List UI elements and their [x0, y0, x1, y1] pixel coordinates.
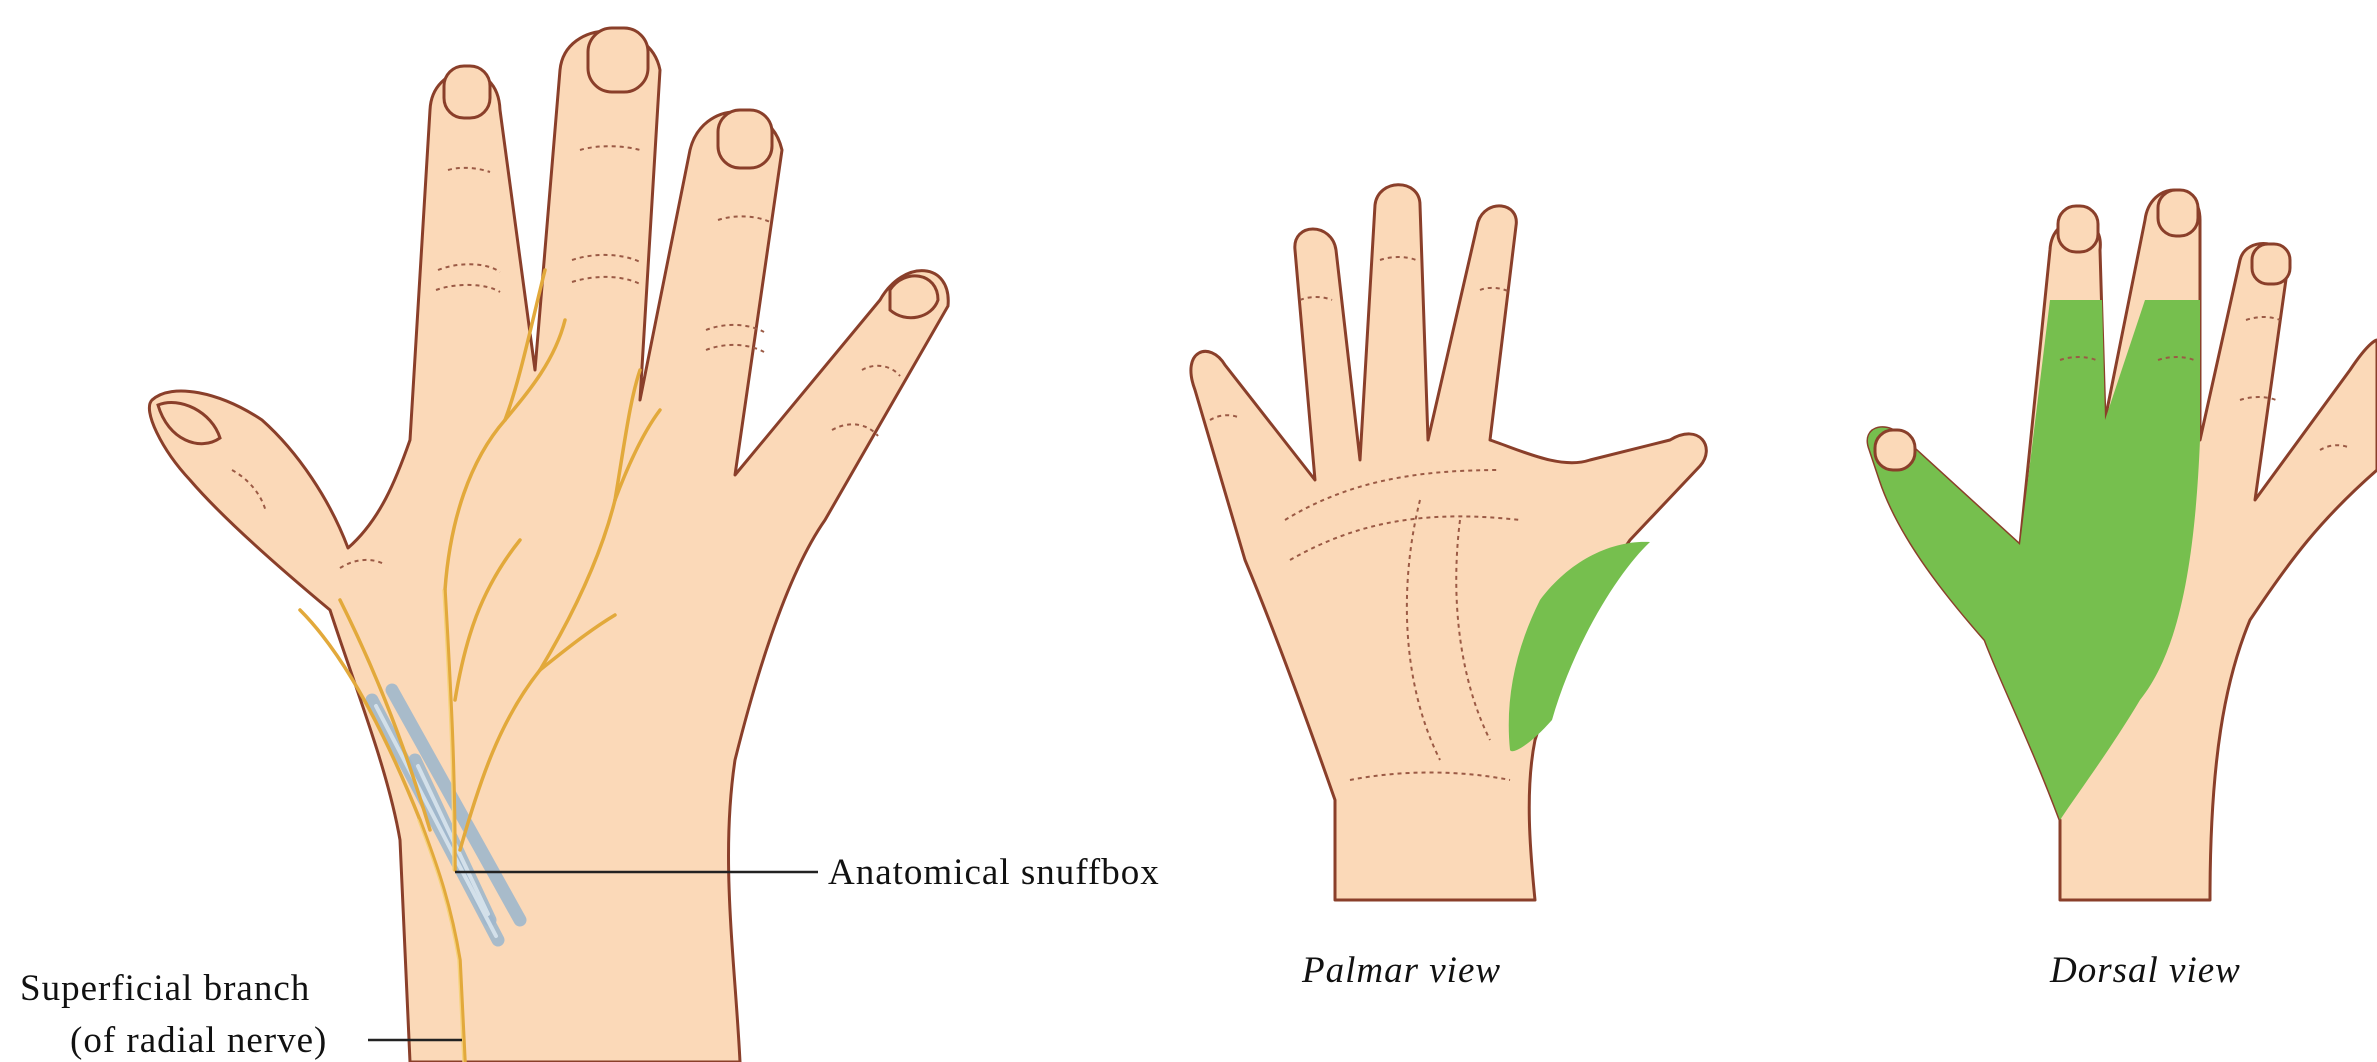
palmar-view-label: Palmar view	[1301, 950, 1501, 991]
dorsal-hand-outline	[149, 31, 948, 1062]
anatomical-snuffbox-label: Anatomical snuffbox	[828, 852, 1160, 893]
dorsal-thumb-nail	[1875, 430, 1915, 470]
dorsal-ring-nail	[2252, 244, 2290, 284]
superficial-branch-label-line1: Superficial branch	[20, 968, 310, 1009]
middle-nail	[588, 28, 648, 92]
palmar-hand-outline	[1191, 185, 1706, 900]
dorsal-index-nail	[2058, 206, 2098, 252]
little-nail	[890, 276, 938, 318]
dorsal-view-hand	[1868, 190, 2377, 900]
palmar-view-hand	[1191, 185, 1706, 900]
dorsal-middle-nail	[2158, 190, 2198, 236]
superficial-branch-label-line2: (of radial nerve)	[70, 1020, 327, 1061]
dorsal-hand-with-nerve	[149, 28, 948, 1062]
index-nail	[444, 66, 490, 118]
dorsal-view-label: Dorsal view	[2049, 950, 2241, 991]
ring-nail	[718, 110, 772, 168]
